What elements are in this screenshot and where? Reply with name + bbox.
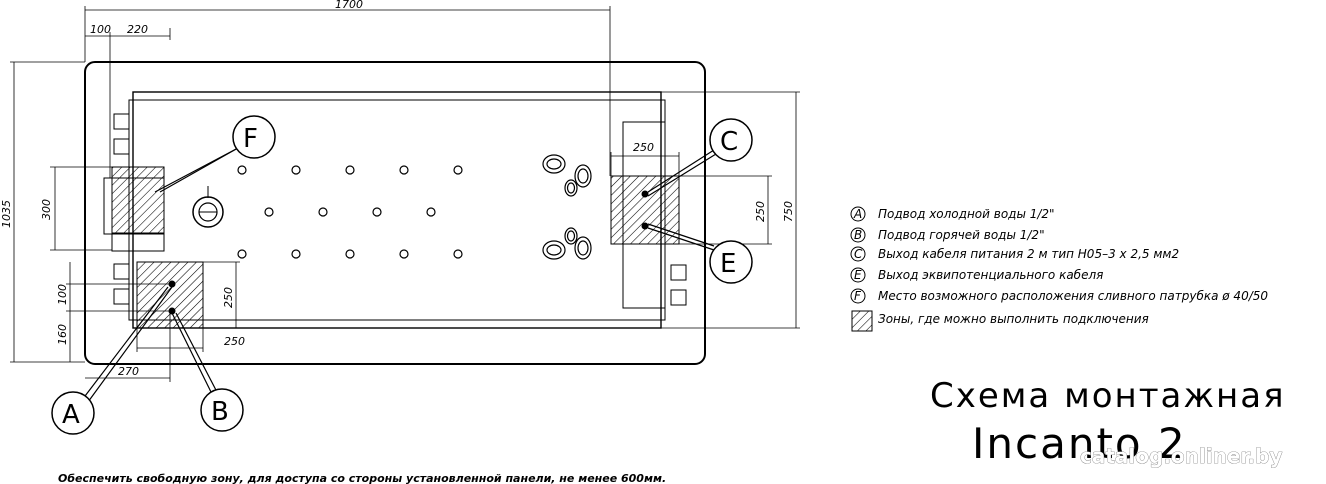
pebble-jets [542, 154, 592, 260]
svg-text:Подвод горячей воды 1/2": Подвод горячей воды 1/2" [878, 228, 1045, 242]
svg-text:Подвод холодной воды 1/2": Подвод холодной воды 1/2" [878, 207, 1055, 221]
legend-item-b: B Подвод горячей воды 1/2" [850, 227, 1045, 243]
svg-text:A: A [853, 207, 862, 221]
dim-270: 270 [118, 365, 139, 378]
svg-text:F: F [854, 289, 862, 303]
svg-text:E: E [720, 249, 736, 279]
callout-f: F [232, 115, 276, 159]
callout-e: E [709, 240, 753, 284]
footer-note: Обеспечить свободную зону, для доступа с… [58, 472, 666, 484]
jets [237, 165, 463, 259]
legend-item-zones: Зоны, где можно выполнить подключения [851, 310, 1149, 332]
svg-text:B: B [854, 228, 862, 242]
svg-text:B: B [211, 397, 229, 427]
dim-250-elec-v: 250 [754, 201, 767, 222]
panel-squares-right [670, 264, 687, 306]
zone-ce-electric [610, 121, 680, 309]
dim-250-elec-h: 250 [633, 141, 654, 154]
callout-leaders [81, 147, 717, 403]
dim-250-water-v: 250 [222, 287, 235, 308]
title-line1: Схема монтажная [930, 376, 1286, 416]
watermark: catalog.onliner.by [1080, 444, 1282, 468]
dim-100-top: 100 [90, 23, 111, 36]
dimension-lines [10, 6, 800, 382]
dim-1035: 1035 [0, 200, 13, 228]
legend-item-a: A Подвод холодной воды 1/2" [850, 206, 1055, 222]
dim-300: 300 [40, 199, 53, 220]
dim-220: 220 [127, 23, 148, 36]
drain-icon [192, 186, 224, 228]
legend-item-e: E Выход эквипотенциального кабеля [850, 267, 1103, 283]
svg-text:C: C [854, 247, 863, 261]
callout-b: B [200, 388, 244, 432]
dim-250-water-h: 250 [224, 335, 245, 348]
dim-160: 160 [56, 324, 69, 345]
callout-a: A [51, 391, 95, 435]
dim-1700: 1700 [335, 0, 363, 11]
svg-text:Выход кабеля питания 2 м тип: Выход кабеля питания 2 м тип H05–3 x 2,5… [878, 247, 1179, 261]
svg-text:Выход эквипотенциального кабел: Выход эквипотенциального кабеля [878, 268, 1103, 282]
svg-text:A: A [62, 400, 80, 430]
svg-text:C: C [720, 127, 738, 157]
title-line2: Incanto 2 [972, 419, 1187, 468]
svg-text:E: E [854, 268, 862, 282]
zone-f-drain [103, 166, 165, 252]
panel-squares-left [113, 113, 130, 305]
svg-text:Зоны, где можно выполнить под: Зоны, где можно выполнить подключения [878, 312, 1149, 326]
legend-item-c: C Выход кабеля питания 2 м тип H05–3 x 2… [850, 246, 1179, 262]
callout-c: C [709, 118, 753, 162]
svg-text:Место возможного расположения: Место возможного расположения сливного п… [878, 289, 1268, 303]
dimension-labels: 1700 100 220 1035 300 100 160 250 250 27… [0, 0, 795, 378]
dim-750: 750 [782, 201, 795, 222]
svg-text:F: F [243, 124, 258, 154]
legend-item-f: F Место возможного расположения сливного… [850, 288, 1268, 304]
legend: A Подвод холодной воды 1/2" B Подвод гор… [850, 206, 1268, 332]
dim-100-left: 100 [56, 284, 69, 305]
